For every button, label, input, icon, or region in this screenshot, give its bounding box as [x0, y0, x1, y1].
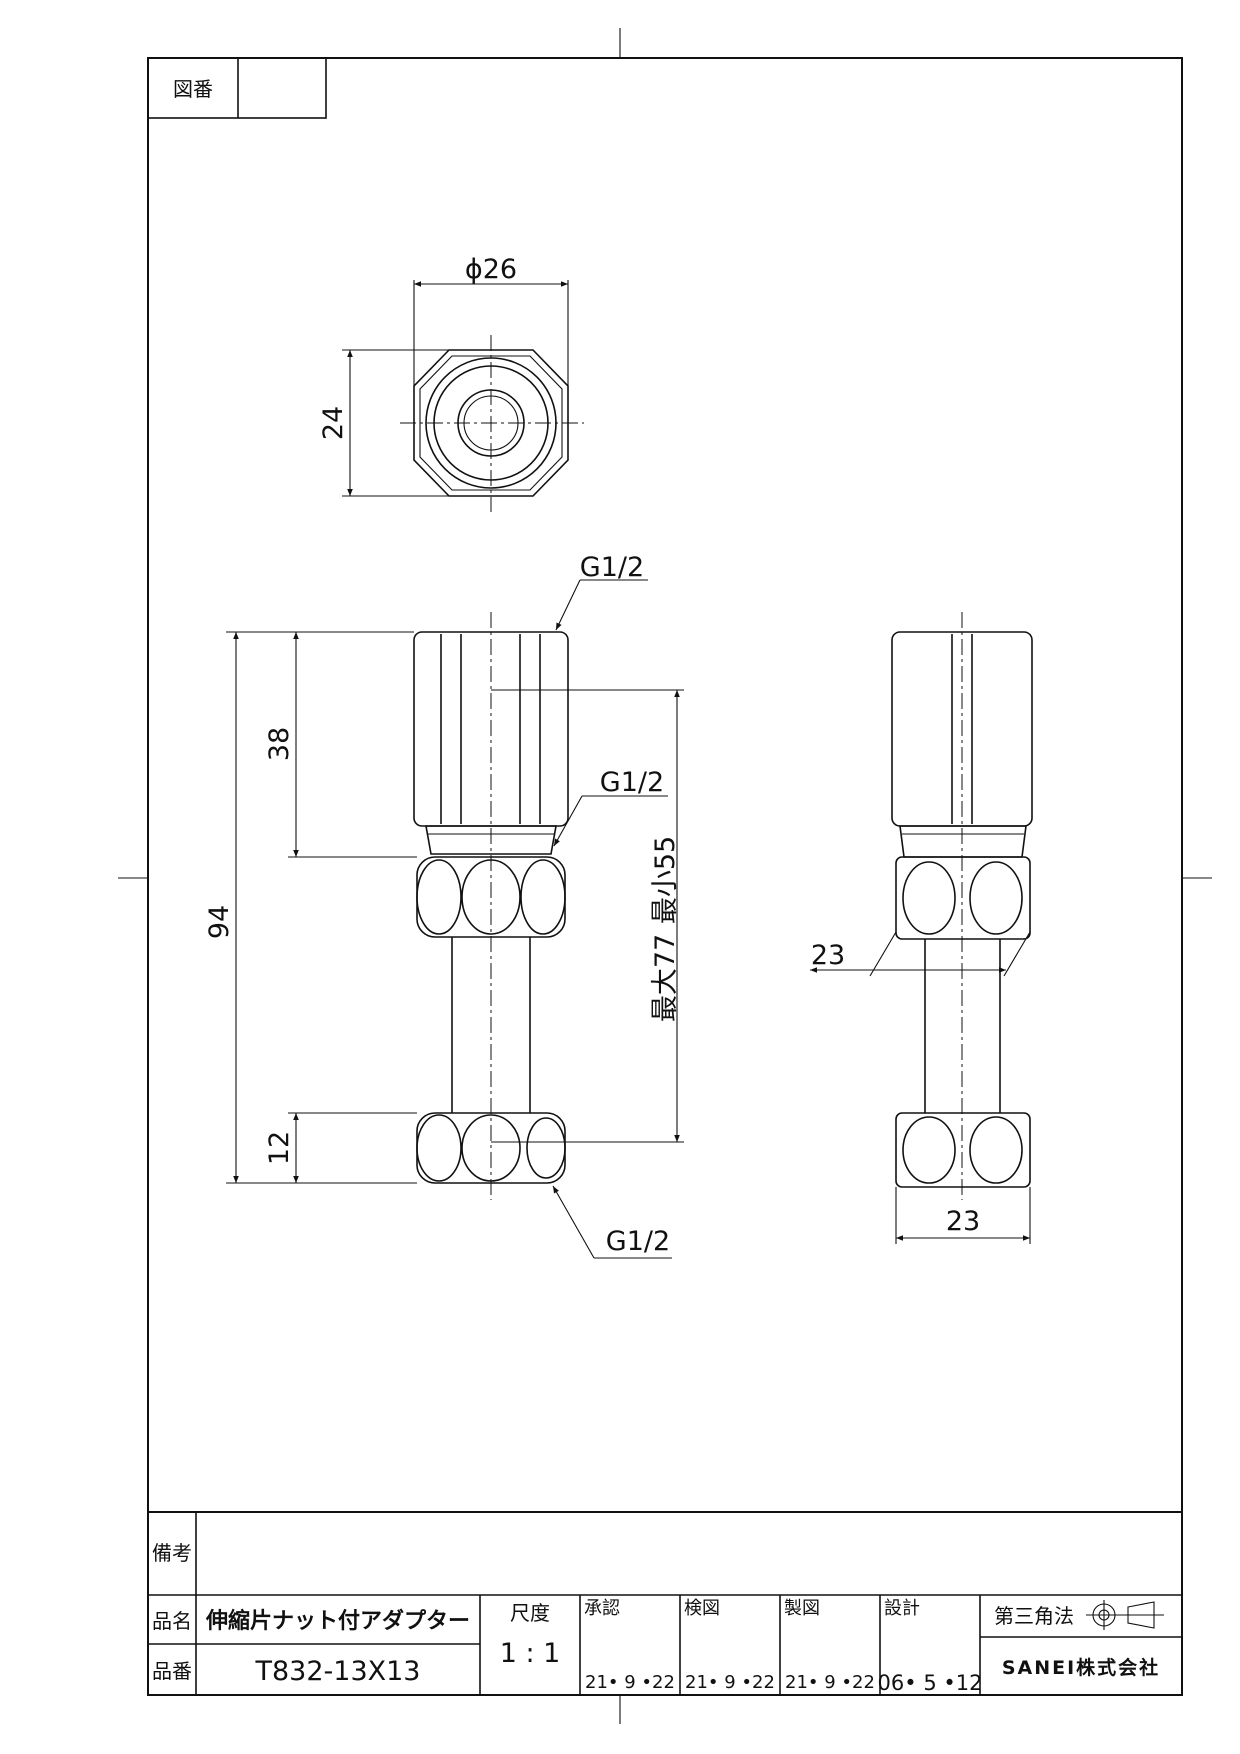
front-view: 94 38 12 最大77 最小55 G1/2 G1/2 G1/2 [204, 552, 684, 1259]
drawing-frame [118, 28, 1212, 1724]
approval-date: 21• 9 •22 [585, 1672, 675, 1693]
product-number: T832-13X13 [255, 1656, 421, 1687]
stroke-max-dimension: 最大77 [650, 934, 681, 1022]
side-view: 23 23 [810, 612, 1033, 1244]
drawing-number-label: 図番 [173, 77, 213, 101]
company-name: SANEI株式会社 [1002, 1656, 1160, 1679]
check-date: 21• 9 •22 [685, 1672, 775, 1693]
drawing-number-box: 図番 [147, 57, 327, 119]
product-name-label: 品名 [152, 1609, 192, 1633]
title-block: 備考 品名 伸縮片ナット付アダプター 品番 T832-13X13 尺度 1 : … [148, 1511, 1182, 1695]
thread-bottom-label: G1/2 [606, 1226, 670, 1257]
product-name: 伸縮片ナット付アダプター [205, 1608, 470, 1634]
top-view: ϕ26 24 [318, 254, 584, 512]
side-width-mid-dimension: 23 [811, 940, 845, 971]
projection-label: 第三角法 [994, 1604, 1074, 1628]
third-angle-projection-icon [1086, 1600, 1164, 1630]
remarks-label: 備考 [152, 1541, 192, 1565]
design-label: 設計 [884, 1598, 920, 1619]
approval-label: 承認 [584, 1598, 620, 1619]
diameter-dimension: ϕ26 [465, 254, 517, 285]
upper-length-dimension: 38 [264, 727, 295, 761]
side-width-bottom-dimension: 23 [946, 1206, 980, 1237]
drafting-label: 製図 [784, 1598, 820, 1619]
scale-value: 1 : 1 [500, 1638, 561, 1669]
design-date: 06• 5 •12 [878, 1671, 983, 1695]
check-label: 検図 [684, 1598, 720, 1619]
scale-label: 尺度 [510, 1601, 550, 1625]
thread-mid-label: G1/2 [600, 767, 664, 798]
height-dimension: 24 [318, 406, 349, 440]
total-length-dimension: 94 [204, 905, 235, 939]
product-number-label: 品番 [152, 1659, 192, 1683]
drafting-date: 21• 9 •22 [785, 1672, 875, 1693]
nut-length-dimension: 12 [264, 1131, 295, 1165]
stroke-min-dimension: 最小55 [650, 836, 681, 924]
thread-top-label: G1/2 [580, 552, 644, 583]
